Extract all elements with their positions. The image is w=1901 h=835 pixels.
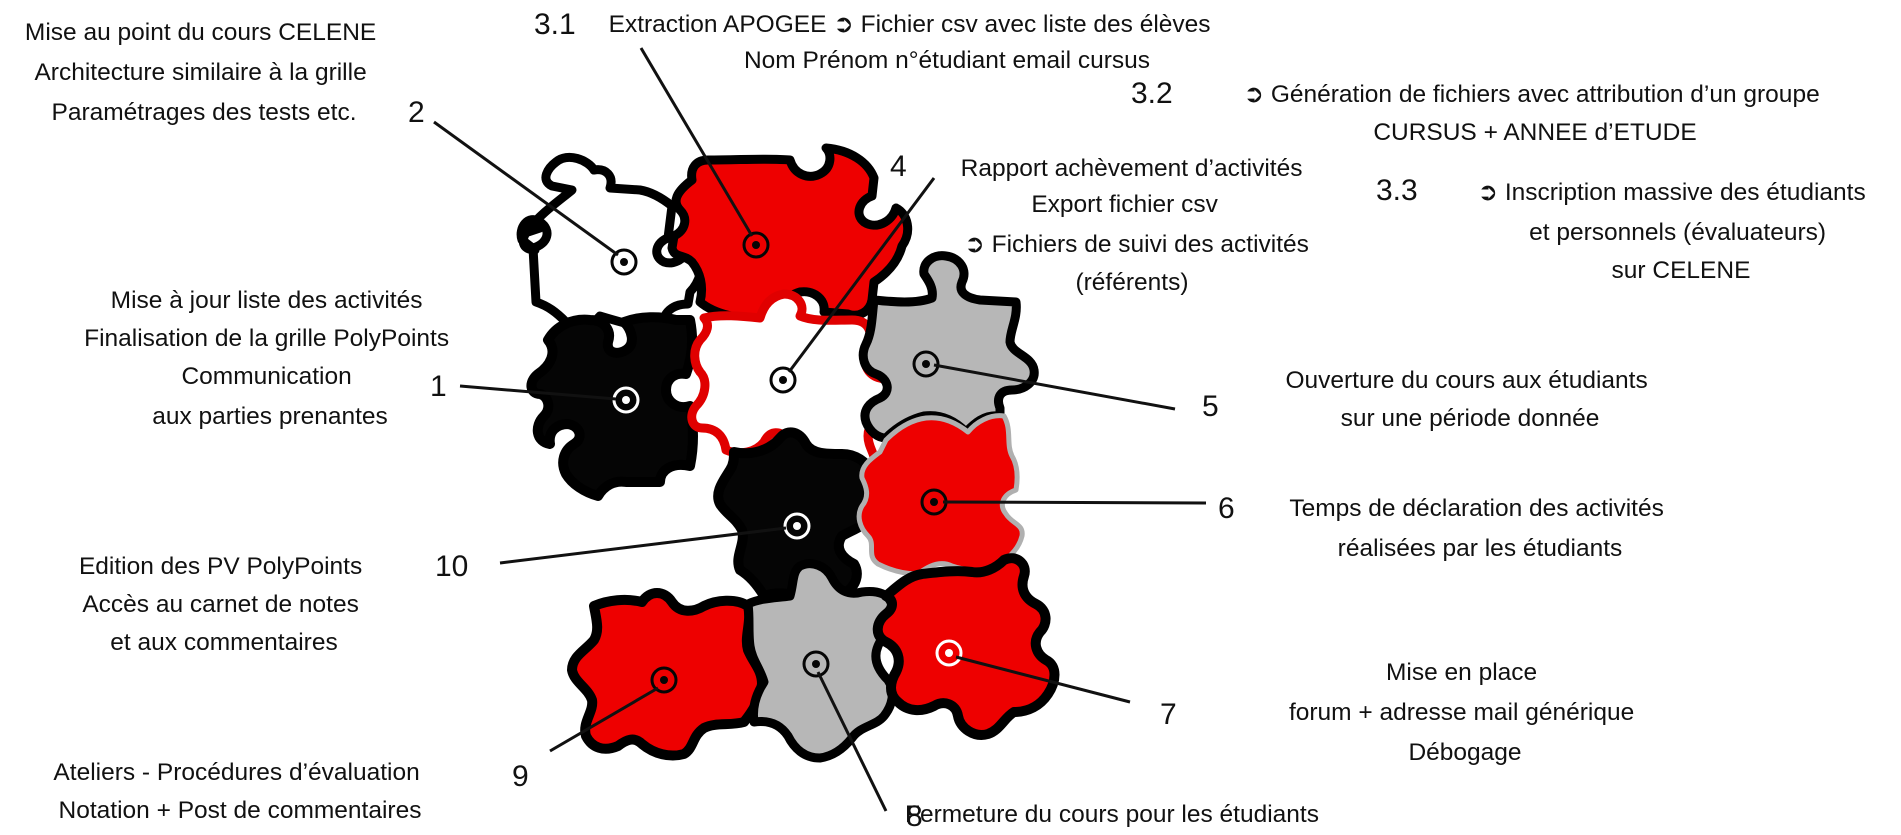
marker-ring — [802, 650, 830, 678]
marker-3-1 — [742, 231, 770, 259]
marker-dot — [752, 241, 760, 249]
step-number-6: 6 — [1218, 492, 1235, 525]
puzzle-piece-1 — [526, 312, 698, 501]
step-number-5: 5 — [1202, 390, 1219, 423]
step-8-description: Fermeture du cours pour les étudiants — [905, 801, 1319, 828]
puzzle-piece-3-1 — [667, 143, 913, 325]
step-number-10: 10 — [435, 550, 468, 583]
leader-line-5 — [933, 363, 1176, 411]
marker-ring — [650, 666, 678, 694]
marker-2 — [610, 248, 638, 276]
step-number-9: 9 — [512, 760, 529, 793]
step-4-description: Rapport achèvement d’activités Export fi… — [961, 155, 1316, 296]
marker-dot — [930, 498, 938, 506]
step-6-description: Temps de déclaration des activités réali… — [1289, 495, 1670, 562]
step-number-3-3: 3.3 — [1376, 174, 1418, 207]
step-number-8: 8 — [906, 800, 923, 830]
leader-line-7 — [955, 655, 1131, 704]
step-number-3-1: 3.1 — [534, 8, 576, 41]
marker-ring — [912, 350, 940, 378]
marker-dot — [793, 522, 801, 530]
leader-line-10 — [499, 526, 787, 565]
marker-10 — [783, 512, 811, 540]
puzzle-piece-9 — [567, 588, 767, 761]
step-3-2-description: ➲ Génération de fichiers avec attributio… — [1243, 81, 1826, 146]
marker-ring — [783, 512, 811, 540]
leader-line-2 — [433, 120, 619, 257]
step-2-description: Mise au point du cours CELENE Architectu… — [25, 19, 383, 126]
marker-ring — [742, 231, 770, 259]
step-7-description: Mise en place forum + adresse mail génér… — [1289, 659, 1641, 766]
step-descriptions: Mise au point du cours CELENE Architectu… — [25, 11, 1872, 828]
step-number-7: 7 — [1160, 698, 1177, 731]
step-numbers: 2 3.1 3.2 3.3 4 1 5 6 10 7 9 8 — [408, 8, 1418, 833]
marker-dot — [779, 376, 787, 384]
puzzle-piece-6 — [856, 413, 1025, 577]
puzzle-piece-7 — [872, 553, 1060, 740]
marker-dot — [660, 676, 668, 684]
step-number-3-2: 3.2 — [1131, 77, 1173, 110]
marker-dot — [922, 360, 930, 368]
marker-ring — [769, 366, 797, 394]
step-10-description: Edition des PV PolyPoints Accès au carne… — [79, 553, 369, 656]
marker-9 — [650, 666, 678, 694]
marker-ring — [935, 639, 963, 667]
marker-4 — [769, 366, 797, 394]
marker-dot — [620, 258, 628, 266]
marker-dot — [622, 396, 630, 404]
leader-line-4 — [787, 177, 936, 373]
puzzle-piece-5 — [858, 251, 1039, 443]
leader-lines — [433, 47, 1207, 812]
step-number-2: 2 — [408, 96, 425, 129]
marker-7 — [935, 639, 963, 667]
step-9-description: Ateliers - Procédures d’évaluation Notat… — [53, 759, 426, 824]
marker-8 — [802, 650, 830, 678]
step-number-1: 1 — [430, 370, 447, 403]
marker-ring — [610, 248, 638, 276]
step-3-1-description: Extraction APOGEE ➲ Fichier csv avec lis… — [609, 11, 1218, 74]
leader-line-6 — [942, 500, 1207, 505]
leader-line-1 — [459, 384, 617, 401]
marker-dot — [945, 649, 953, 657]
leader-line-3-1 — [639, 47, 754, 237]
marker-dot — [812, 660, 820, 668]
marker-5 — [912, 350, 940, 378]
puzzle-pieces — [516, 143, 1060, 763]
leader-line-9 — [549, 686, 659, 753]
step-1-description: Mise à jour liste des activités Finalisa… — [84, 287, 456, 430]
step-5-description: Ouverture du cours aux étudiants sur une… — [1285, 367, 1654, 432]
step-number-4: 4 — [890, 150, 907, 183]
leader-line-8 — [816, 671, 888, 812]
step-3-3-description: ➲ Inscription massive des étudiants et p… — [1477, 179, 1872, 284]
